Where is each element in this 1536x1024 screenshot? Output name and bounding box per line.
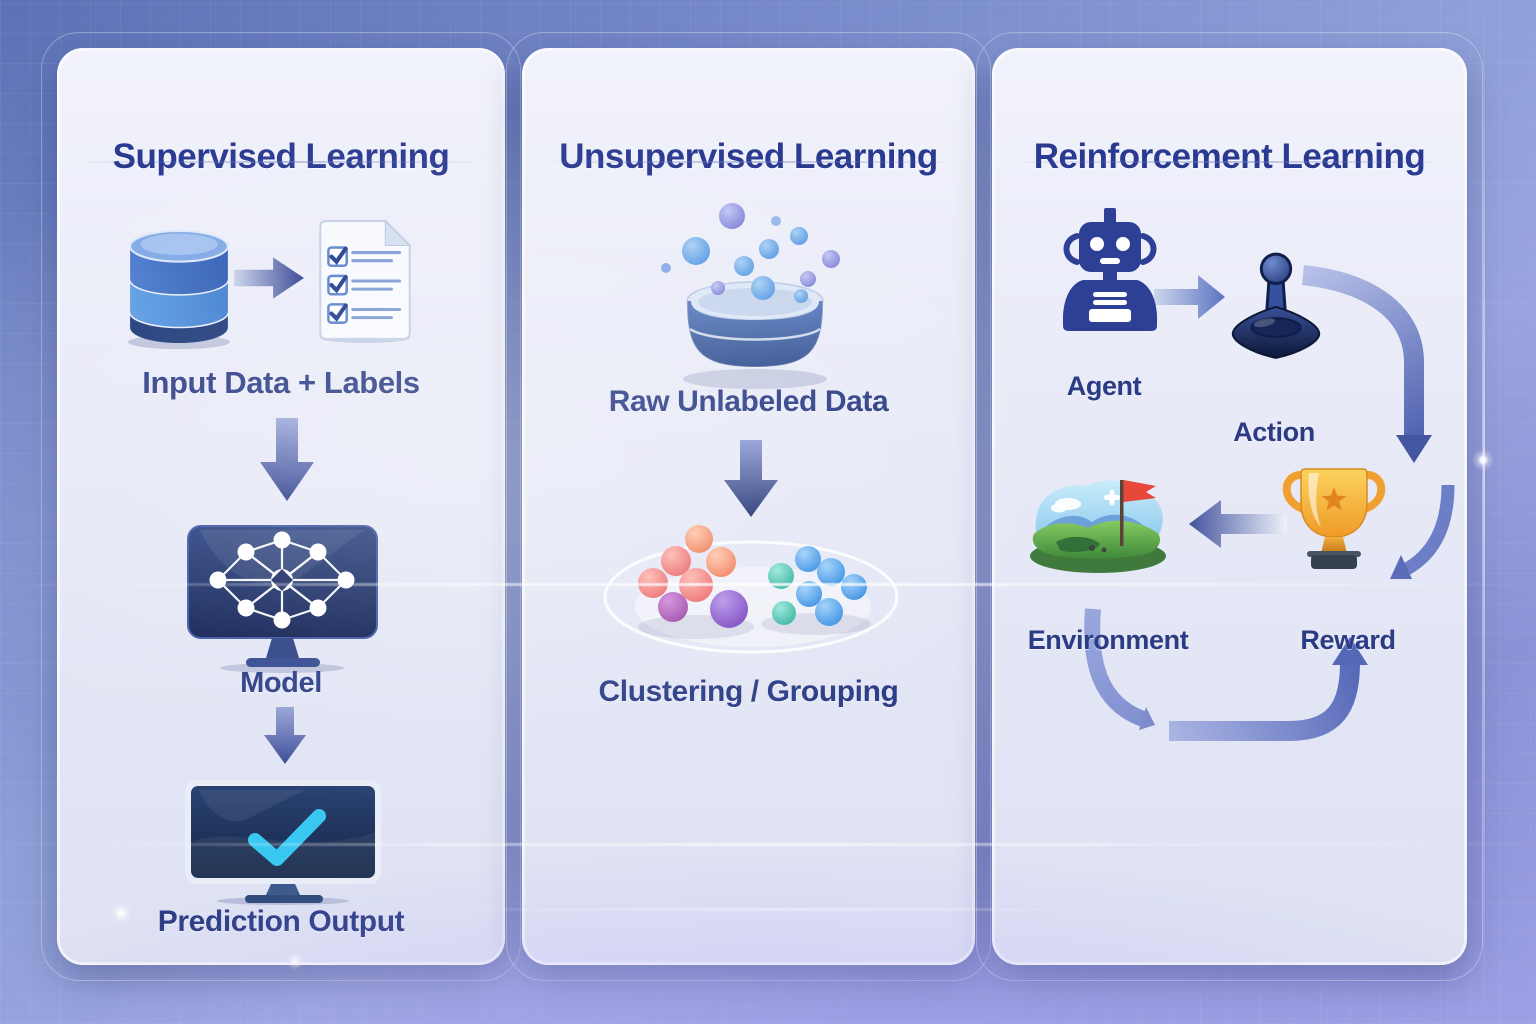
rl-loop-arrows	[1084, 265, 1455, 741]
node-label: Environment	[1027, 625, 1189, 655]
step-label: Input Data + Labels	[142, 365, 420, 400]
arrow-right-icon	[234, 257, 304, 299]
panel-title: Supervised Learning	[112, 137, 450, 176]
title-divider	[554, 161, 943, 163]
neural-network-monitor-icon	[187, 525, 378, 673]
arrow-down-icon	[264, 707, 306, 764]
panel-unsupervised-learning: Unsupervised Learning	[506, 32, 991, 981]
checklist-icon	[319, 219, 411, 343]
checkmark-monitor-icon	[185, 780, 381, 905]
step-label: Raw Unlabeled Data	[608, 385, 889, 418]
joystick-icon	[1231, 252, 1321, 359]
panel-supervised-learning: Supervised Learning	[41, 32, 521, 981]
panel-title: Unsupervised Learning	[559, 137, 938, 176]
clusters-icon	[603, 525, 899, 654]
landscape-flag-icon	[1030, 480, 1166, 573]
arrow-down-icon	[260, 418, 314, 501]
node-label: Action	[1233, 417, 1315, 447]
raw-data-bowl-icon	[661, 203, 840, 389]
title-divider	[89, 161, 473, 163]
database-icon	[128, 230, 230, 350]
sparkle	[1470, 447, 1496, 473]
node-label: Reward	[1300, 625, 1396, 655]
step-label: Clustering / Grouping	[598, 675, 899, 708]
trophy-icon	[1282, 468, 1386, 569]
title-divider	[1026, 161, 1433, 163]
robot-icon	[1063, 208, 1157, 331]
node-label: Agent	[1066, 371, 1142, 401]
step-label: Prediction Output	[157, 905, 405, 938]
panel-reinforcement-learning: Reinforcement Learning	[976, 32, 1483, 981]
light-streak	[1483, 0, 1485, 1024]
step-label: Model	[240, 667, 322, 699]
arrow-down-icon	[724, 440, 778, 517]
panel-title: Reinforcement Learning	[1033, 137, 1426, 176]
